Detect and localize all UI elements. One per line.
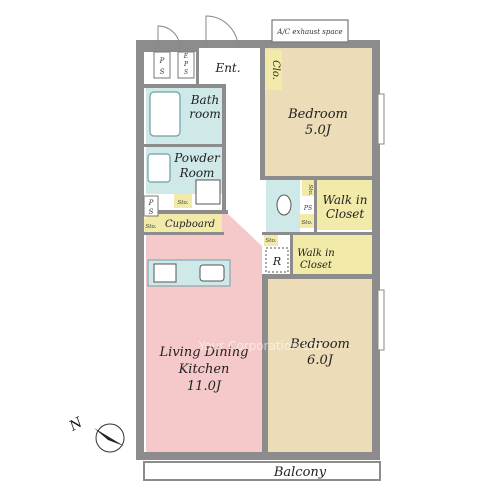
watermark: Your Corporation Ltd. — [198, 339, 326, 353]
closet-area — [264, 50, 282, 90]
compass: N — [66, 414, 125, 453]
ldk-label-1: Living Dining — [159, 345, 249, 360]
storage-small-area — [174, 194, 192, 208]
kitchen-sink — [199, 264, 225, 282]
cupboard-label: Cupboard — [165, 219, 215, 230]
interior-walls — [144, 48, 372, 452]
washer-space — [195, 179, 221, 205]
powder-sink — [147, 153, 171, 183]
sto-label-5: Sto. — [266, 238, 277, 244]
eps-label-2: P — [183, 61, 189, 68]
bedroom-bottom-size: 6.0J — [307, 353, 334, 368]
bath-label-2: room — [189, 107, 221, 121]
ps-small-label: PS — [303, 205, 312, 212]
bathtub — [149, 91, 181, 137]
walkin-top-label-1: Walk in — [323, 193, 368, 207]
refrigerator-space — [265, 247, 289, 273]
eps-label-1: E — [183, 53, 189, 60]
ps-box-mid — [143, 195, 159, 217]
ps-top-label-2: S — [160, 68, 165, 76]
ac-exhaust-label: A/C exhaust space — [276, 28, 342, 36]
balcony-area — [143, 461, 381, 481]
cupboard-area — [146, 214, 222, 232]
walkin-top-area — [316, 178, 372, 230]
sto-label-3: Sto. — [307, 185, 313, 196]
ps-box-top — [153, 51, 171, 79]
powder-label-1: Powder — [173, 151, 221, 165]
compass-needle — [94, 428, 124, 446]
ldk-label-2: Kitchen — [178, 362, 230, 377]
ps-mid-label-2: S — [149, 208, 154, 216]
refrigerator-label: R — [272, 255, 281, 268]
storage-toilet-area — [302, 178, 316, 196]
eps-box — [177, 51, 195, 79]
bedroom-top-label: Bedroom — [287, 107, 348, 122]
compass-label: N — [66, 414, 86, 435]
sto-label-1: Sto. — [178, 200, 189, 206]
storage-toilet-area-2 — [300, 214, 314, 228]
kitchen-stove — [153, 263, 177, 283]
closet-label: Clo. — [270, 60, 281, 80]
toilet-fixture — [276, 194, 292, 216]
sto-label-4: Sto. — [302, 220, 313, 226]
sto-label-2: Sto. — [146, 224, 157, 230]
walkin-mid-label-2: Closet — [300, 260, 333, 271]
balcony-label: Balcony — [273, 465, 327, 480]
window-right-top — [377, 93, 385, 145]
walkin-top-label-2: Closet — [326, 207, 365, 221]
entrance-door — [205, 15, 239, 49]
storage-bedside-area — [264, 232, 278, 246]
powder-label-2: Room — [179, 166, 215, 180]
window-right — [377, 289, 385, 351]
bedroom-bottom-area — [268, 278, 372, 452]
bath-label-1: Bath — [190, 93, 220, 107]
bedroom-bottom-label: Bedroom — [289, 337, 350, 352]
entrance-label: Ent. — [214, 61, 240, 75]
eps-label-3: S — [184, 69, 188, 76]
entrance-door-2 — [157, 25, 181, 49]
bedroom-top-size: 5.0J — [305, 123, 332, 138]
walkin-mid-area — [292, 232, 372, 276]
walkin-mid-label-1: Walk in — [297, 248, 334, 259]
storage-ps-area — [144, 218, 158, 232]
ps-mid-label-1: P — [148, 199, 154, 207]
ps-top-label-1: P — [159, 57, 165, 65]
ldk-area — [146, 214, 262, 452]
ldk-label-3: 11.0J — [187, 379, 222, 394]
ac-exhaust-box — [271, 19, 349, 43]
